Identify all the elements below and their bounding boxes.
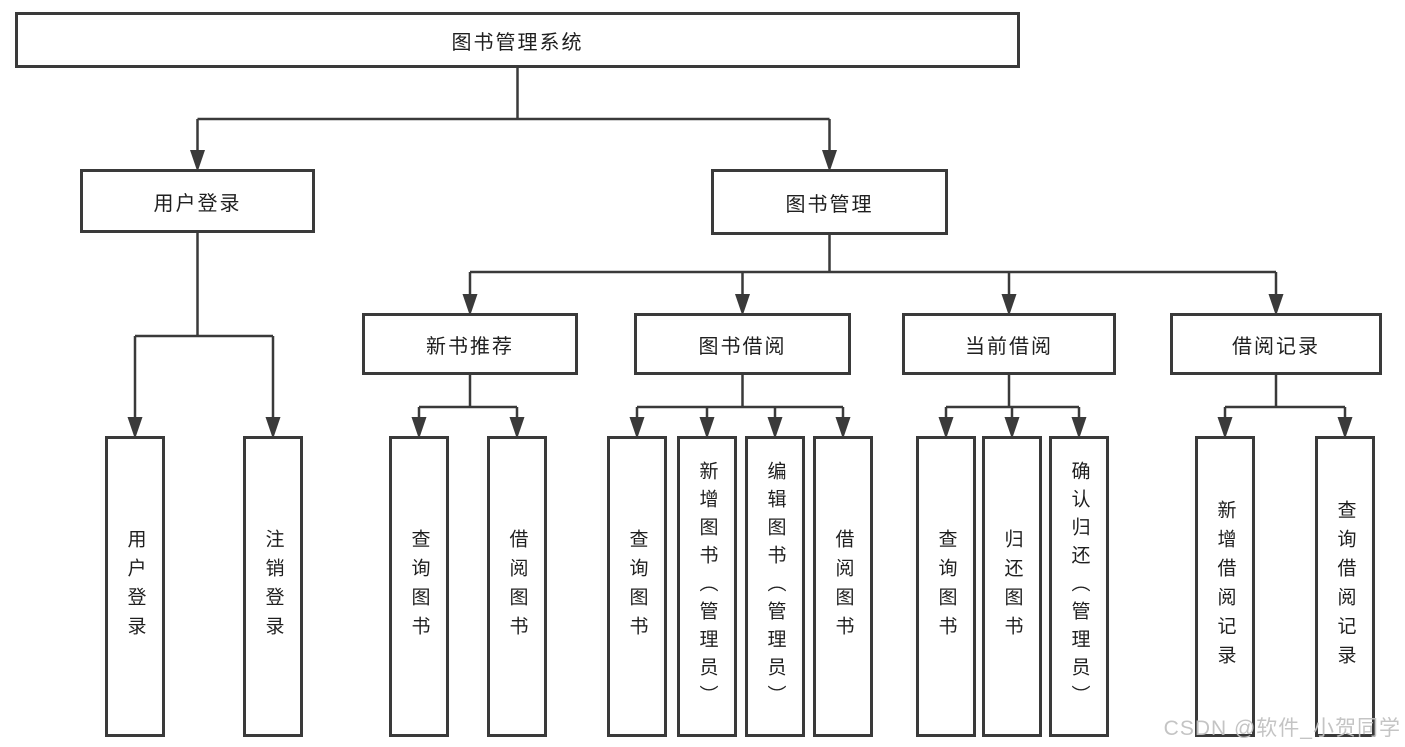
leaf-logout: 注销登录 [243,436,303,737]
node-library-management-system: 图书管理系统 [15,12,1020,68]
node-book-management: 图书管理 [711,169,948,235]
leaf-add-books-admin: 新增图书（管理员） [677,436,737,737]
node-user-login: 用户登录 [80,169,315,233]
leaf-query-books-current: 查询图书 [916,436,976,737]
leaf-add-borrow-record: 新增借阅记录 [1195,436,1255,737]
node-book-borrowing: 图书借阅 [634,313,851,375]
leaf-query-books-recommend: 查询图书 [389,436,449,737]
leaf-confirm-return-admin: 确认归还（管理员） [1049,436,1109,737]
leaf-edit-books-admin: 编辑图书（管理员） [745,436,805,737]
leaf-return-books: 归还图书 [982,436,1042,737]
node-borrowing-records: 借阅记录 [1170,313,1382,375]
node-current-borrowing: 当前借阅 [902,313,1116,375]
leaf-borrow-books-recommend: 借阅图书 [487,436,547,737]
node-new-book-recommendation: 新书推荐 [362,313,578,375]
leaf-user-login: 用户登录 [105,436,165,737]
leaf-borrow-books: 借阅图书 [813,436,873,737]
leaf-query-borrow-record: 查询借阅记录 [1315,436,1375,737]
leaf-query-books-borrow: 查询图书 [607,436,667,737]
watermark: CSDN @软件_小贺同学 [1163,717,1401,740]
